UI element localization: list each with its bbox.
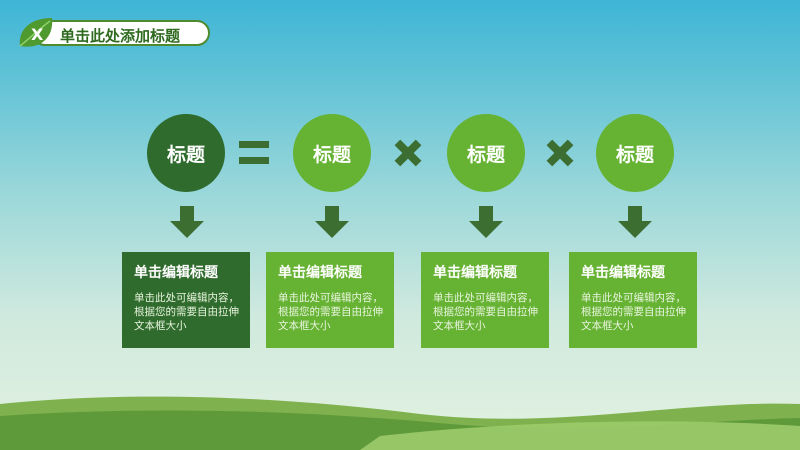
box-body[interactable]: 单击此处可编辑内容，根据您的需要自由拉伸文本框大小 <box>581 292 686 332</box>
text-box-4[interactable]: 单击编辑标题 单击此处可编辑内容，根据您的需要自由拉伸文本框大小 <box>569 252 697 348</box>
multiply-icon <box>546 139 574 167</box>
slide-title[interactable]: 单击此处添加标题 <box>60 27 181 45</box>
box-title[interactable]: 单击编辑标题 <box>134 265 218 281</box>
circle-title-4[interactable]: 标题 <box>596 114 674 192</box>
box-body[interactable]: 单击此处可编辑内容，根据您的需要自由拉伸文本框大小 <box>433 292 538 332</box>
arrow-down-icon <box>469 206 503 240</box>
box-title[interactable]: 单击编辑标题 <box>581 265 665 281</box>
leaf-icon: X <box>16 16 56 52</box>
equals-icon <box>239 141 269 165</box>
arrow-down-icon <box>315 206 349 240</box>
arrow-down-icon <box>618 206 652 240</box>
circle-label: 标题 <box>312 143 351 166</box>
title-bar[interactable]: 单击此处添加标题 <box>32 20 210 46</box>
box-body[interactable]: 单击此处可编辑内容，根据您的需要自由拉伸文本框大小 <box>134 292 239 332</box>
circle-title-3[interactable]: 标题 <box>447 114 525 192</box>
text-box-3[interactable]: 单击编辑标题 单击此处可编辑内容，根据您的需要自由拉伸文本框大小 <box>421 252 549 348</box>
badge-letter: X <box>31 25 44 44</box>
multiply-icon <box>394 139 422 167</box>
text-box-1[interactable]: 单击编辑标题 单击此处可编辑内容，根据您的需要自由拉伸文本框大小 <box>122 252 250 348</box>
circle-label: 标题 <box>466 143 505 166</box>
circle-label: 标题 <box>166 143 205 166</box>
text-box-2[interactable]: 单击编辑标题 单击此处可编辑内容，根据您的需要自由拉伸文本框大小 <box>266 252 394 348</box>
leaf-shape <box>19 18 53 47</box>
arrow-down-icon <box>170 206 204 240</box>
grass-hills <box>0 396 800 450</box>
box-title[interactable]: 单击编辑标题 <box>433 265 517 281</box>
box-title[interactable]: 单击编辑标题 <box>278 265 362 281</box>
circle-title-2[interactable]: 标题 <box>293 114 371 192</box>
circle-title-1[interactable]: 标题 <box>147 114 225 192</box>
circle-label: 标题 <box>615 143 654 166</box>
box-body[interactable]: 单击此处可编辑内容，根据您的需要自由拉伸文本框大小 <box>278 292 383 332</box>
